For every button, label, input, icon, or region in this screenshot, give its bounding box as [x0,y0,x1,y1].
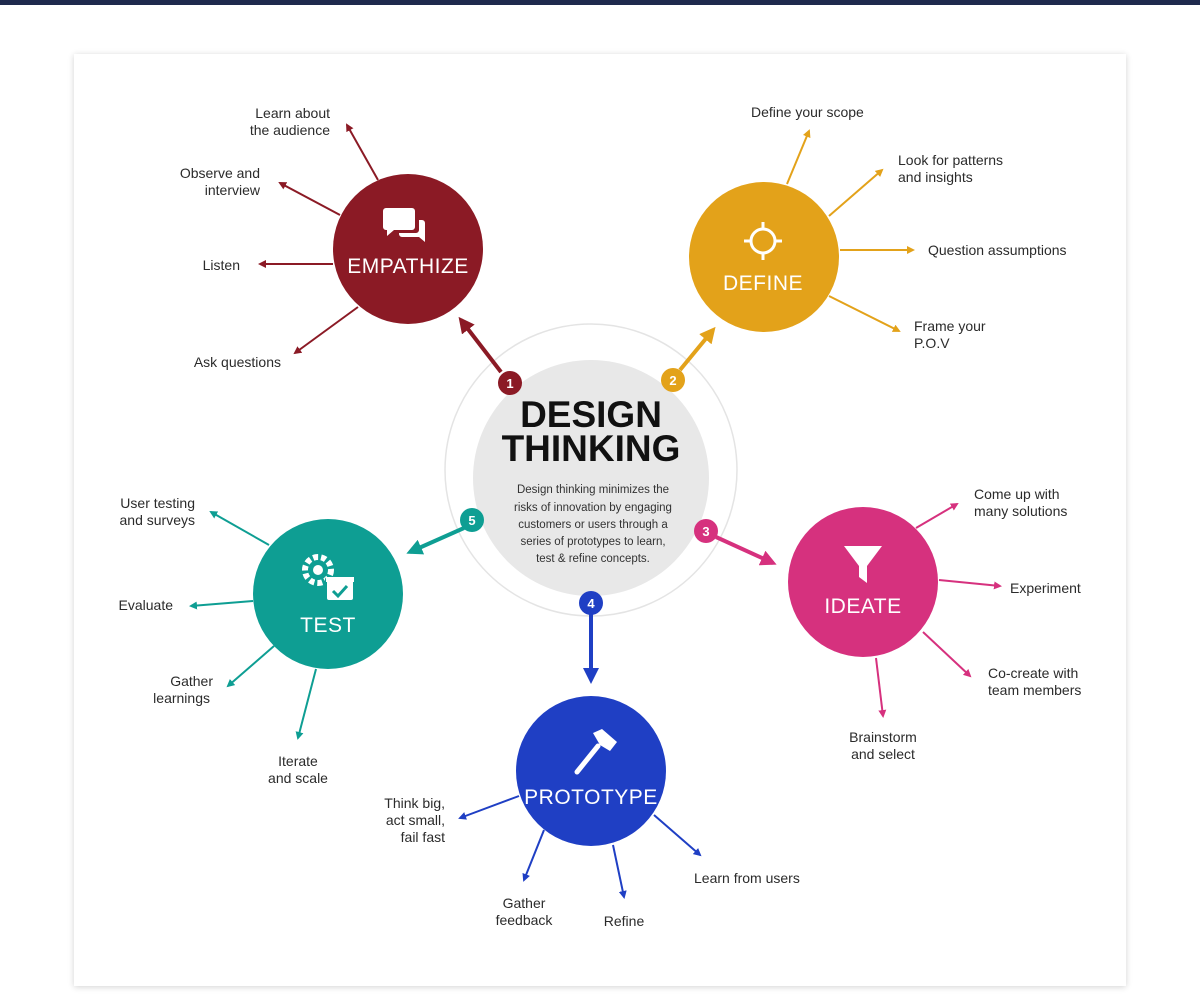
branch-arrow [278,182,341,216]
branch-label: interview [205,182,261,198]
ideate-circle [788,507,938,657]
branch-label: learnings [153,690,210,706]
branch-label: Gather [503,895,546,911]
branch-label: P.O.V [914,335,950,351]
branch-label: Refine [604,913,645,929]
branch-label: Question assumptions [928,242,1067,258]
branch-label: Define your scope [751,104,864,120]
center-description-line: risks of innovation by engaging [514,502,672,514]
branch-arrow [612,844,627,899]
branch-arrow [458,795,520,820]
branch-label: Learn from users [694,870,800,886]
branch-label: Observe and [180,165,260,181]
branch-label: User testing [120,495,195,511]
branch-arrow [295,668,317,740]
center-hub: DESIGN THINKING Design thinking minimize… [444,323,738,617]
branch-arrow [209,511,270,546]
branch-label: and surveys [120,512,195,528]
step-badge [460,508,484,532]
branch-label: the audience [250,122,330,138]
funnel-icon [844,546,882,583]
branch-label: Think big, [384,795,445,811]
branch-label: Frame your [914,318,986,334]
branch-label: Look for patterns [898,152,1003,168]
branch-label: Evaluate [119,597,174,613]
stage-ideate: IDEATE 3 Come up with many solutions Exp… [694,486,1081,762]
branch-label: fail fast [401,829,445,845]
branch-arrow [293,306,359,355]
step-badge [694,519,718,543]
branch-label: Come up with [974,486,1060,502]
gear-check-icon [302,554,355,602]
branch-arrow [828,295,901,332]
top-border [0,0,1200,5]
branch-label: Brainstorm [849,729,917,745]
branch-arrow [522,829,545,882]
connector-arrow [458,316,503,374]
step-badge [579,591,603,615]
branch-label: feedback [496,912,554,928]
branch-label: team members [988,682,1081,698]
ideate-title: IDEATE [824,595,901,618]
branch-label: many solutions [974,503,1067,519]
connector-arrow [715,535,777,566]
center-description-line: test & refine concepts. [536,553,650,565]
branch-arrow [653,814,702,857]
step-number: 3 [702,524,709,539]
branch-label: Listen [203,257,240,273]
empathize-circle [333,174,483,324]
branch-arrow [922,631,972,678]
connector-arrow [678,326,716,372]
branch-arrow [786,129,811,185]
prototype-title: PROTOTYPE [524,786,658,809]
test-title: TEST [300,614,356,637]
branch-label: Learn about [255,105,330,121]
branch-label: Gather [170,673,213,689]
title-line-2: THINKING [502,428,681,469]
stage-prototype: PROTOTYPE 4 Think big, act small, fail f… [384,591,800,929]
branch-arrow [189,600,254,610]
branch-label: act small, [386,812,445,828]
crosshair-icon [744,222,782,260]
branch-arrow [938,579,1002,590]
branch-label: and scale [268,770,328,786]
stage-test: TEST 5 User testing and surveys Evaluate… [119,495,484,786]
center-description-line: series of prototypes to learn, [520,536,665,548]
step-badge [661,368,685,392]
branch-arrow [875,657,887,718]
step-number: 4 [587,596,595,611]
branch-arrow [226,645,275,688]
hammer-icon [574,729,617,775]
branch-label: Ask questions [194,354,281,370]
step-number: 1 [506,376,513,391]
branch-label: Iterate [278,753,318,769]
title-line-1: DESIGN [520,394,662,435]
branch-label: Co-create with [988,665,1078,681]
define-title: DEFINE [723,272,803,295]
stage-define: DEFINE 2 Define your scope Look for patt… [661,104,1067,392]
empathize-title: EMPATHIZE [347,255,469,278]
branch-arrow [346,123,379,181]
step-number: 2 [669,373,676,388]
step-number: 5 [468,513,475,528]
connector-arrow [406,526,465,555]
branch-arrow [915,502,959,529]
stage-empathize: EMPATHIZE 1 Learn about the audience Obs… [180,105,522,395]
center-inner-disc [473,360,709,596]
center-description-line: Design thinking minimizes the [517,484,669,496]
branch-arrow [828,168,884,217]
chat-bubbles-icon [383,208,425,242]
branch-label: and select [851,746,915,762]
prototype-circle [516,696,666,846]
branch-label: and insights [898,169,973,185]
step-badge [498,371,522,395]
branch-label: Experiment [1010,580,1081,596]
center-description-line: customers or users through a [518,519,668,531]
